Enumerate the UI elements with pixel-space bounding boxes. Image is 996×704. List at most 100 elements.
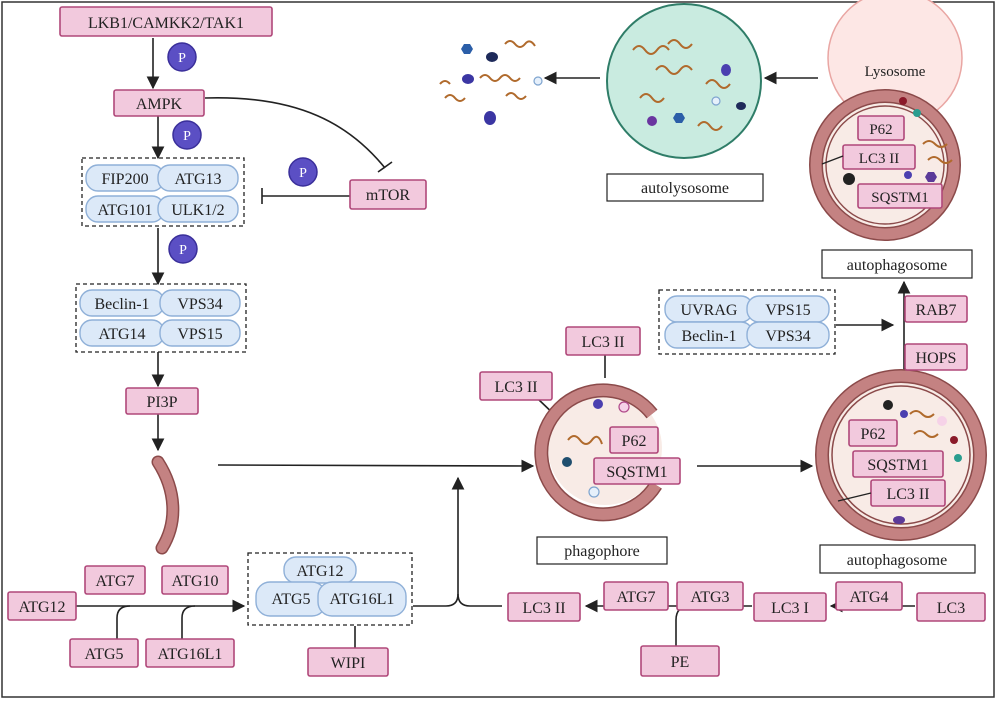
svg-text:LC3 I: LC3 I xyxy=(771,600,809,617)
product-chain xyxy=(439,80,451,85)
svg-text:FIP200: FIP200 xyxy=(101,171,148,188)
svg-text:RAB7: RAB7 xyxy=(916,302,957,319)
ampk-box: AMPK xyxy=(113,89,205,117)
product-dot xyxy=(462,74,474,84)
svg-text:LC3 II: LC3 II xyxy=(522,600,565,617)
svg-text:SQSTM1: SQSTM1 xyxy=(871,190,929,206)
svg-text:VPS15: VPS15 xyxy=(765,302,810,319)
svg-text:ATG5: ATG5 xyxy=(271,591,310,608)
svg-text:P: P xyxy=(178,51,186,66)
top-sqstm1-box: SQSTM1 xyxy=(857,183,943,209)
degradation-products xyxy=(439,40,543,125)
cargo-dot xyxy=(900,410,908,418)
autophagosome-bottom: P62 SQSTM1 LC3 II xyxy=(815,369,987,541)
svg-text:LC3 II: LC3 II xyxy=(886,486,929,503)
top-lc3ii-box: LC3 II xyxy=(842,144,916,170)
cargo-dot xyxy=(588,486,600,498)
phagophore-lc3ii-left: LC3 II xyxy=(479,371,553,401)
svg-text:mTOR: mTOR xyxy=(366,187,410,204)
lysosome-fusion-group: Lysosome P62 LC3 II SQSTM1 xyxy=(809,0,963,241)
svg-text:autophagosome: autophagosome xyxy=(847,257,947,274)
phosphate-icon: P xyxy=(288,157,318,187)
uvrag-beclin1-box: Beclin-1 xyxy=(664,321,754,349)
cargo-dot xyxy=(618,401,630,413)
svg-text:P: P xyxy=(299,166,307,181)
cargo-chain xyxy=(913,430,939,438)
svg-text:ATG7: ATG7 xyxy=(616,589,655,606)
phosphate-icon: P xyxy=(172,120,202,150)
product-chain xyxy=(505,92,527,100)
svg-text:ATG5: ATG5 xyxy=(84,646,123,663)
pe-branch xyxy=(675,605,691,648)
atg13-box: ATG13 xyxy=(157,164,239,192)
svg-text:ULK1/2: ULK1/2 xyxy=(171,202,224,219)
phosphorylation-markers: P P P P xyxy=(167,42,318,264)
autolysosome-label: autolysosome xyxy=(606,173,764,202)
autophagosome-inner-membrane xyxy=(831,385,971,525)
wipi-box: WIPI xyxy=(307,647,389,677)
svg-text:ATG13: ATG13 xyxy=(174,171,221,188)
hops-box: HOPS xyxy=(904,343,968,371)
svg-text:ATG12: ATG12 xyxy=(296,563,343,580)
autolysosome-structure xyxy=(606,3,762,159)
cargo-dot xyxy=(647,116,657,126)
cargo-dot xyxy=(721,64,731,76)
complex-atg5-box: ATG5 xyxy=(255,581,327,617)
svg-text:AMPK: AMPK xyxy=(136,96,183,113)
pe-box: PE xyxy=(640,645,720,677)
lc3ii-membrane-link xyxy=(837,492,872,502)
cargo-dot xyxy=(904,171,912,179)
autolysosome xyxy=(606,3,762,159)
beclin1-box: Beclin-1 xyxy=(79,289,165,317)
autophagosome-sqstm1-box: SQSTM1 xyxy=(852,450,944,478)
autophagosome-label-top: autophagosome xyxy=(821,249,973,279)
cargo-dot xyxy=(562,457,572,467)
cargo-chain xyxy=(667,39,693,49)
atg14-box: ATG14 xyxy=(79,319,165,347)
cargo-dot xyxy=(883,400,893,410)
arrow-to-phagophore-elongation xyxy=(413,476,465,607)
svg-text:ATG14: ATG14 xyxy=(98,326,145,343)
complex-atg16l1-box: ATG16L1 xyxy=(317,581,407,617)
complex-atg12-box: ATG12 xyxy=(283,556,357,584)
svg-text:ATG10: ATG10 xyxy=(171,573,218,590)
svg-text:autolysosome: autolysosome xyxy=(641,180,729,197)
cargo-dot xyxy=(913,109,921,117)
autophagosome-label-bottom: autophagosome xyxy=(819,544,976,574)
cargo-chain xyxy=(639,93,665,103)
cargo-dot xyxy=(893,516,905,524)
autophagosome-top-outer xyxy=(810,90,960,240)
cargo-chain xyxy=(697,121,723,131)
lc3i-box: LC3 I xyxy=(753,592,827,622)
atg101-box: ATG101 xyxy=(85,195,165,223)
ulk-complex-border xyxy=(81,157,245,227)
cargo-hexagon xyxy=(673,113,685,123)
cargo-dot xyxy=(950,436,958,444)
cargo-dot xyxy=(937,416,947,426)
product-chain xyxy=(444,94,466,102)
cargo-dot xyxy=(711,96,721,106)
atg12-box: ATG12 xyxy=(7,591,77,621)
svg-text:SQSTM1: SQSTM1 xyxy=(867,457,928,474)
atg7-box-right: ATG7 xyxy=(603,581,669,611)
svg-text:LC3 II: LC3 II xyxy=(581,334,624,351)
cargo-chain xyxy=(567,435,603,445)
lysosome-label: Lysosome xyxy=(865,64,926,80)
svg-text:P: P xyxy=(183,129,191,144)
product-chain xyxy=(479,74,521,82)
uvrag-box: UVRAG xyxy=(664,295,754,323)
atg16l1-branch xyxy=(181,605,196,639)
product-hexagon xyxy=(461,44,473,54)
pi3k-complex-border xyxy=(75,283,247,353)
svg-text:Beclin-1: Beclin-1 xyxy=(681,328,736,345)
autophagosome-lc3ii-box: LC3 II xyxy=(870,479,946,507)
cargo-chain xyxy=(705,79,731,89)
top-lc3ii-link xyxy=(821,155,844,165)
svg-text:VPS34: VPS34 xyxy=(765,328,810,345)
svg-text:HOPS: HOPS xyxy=(916,350,957,367)
autophagosome-top-inner xyxy=(825,105,945,225)
svg-text:PE: PE xyxy=(671,654,690,671)
